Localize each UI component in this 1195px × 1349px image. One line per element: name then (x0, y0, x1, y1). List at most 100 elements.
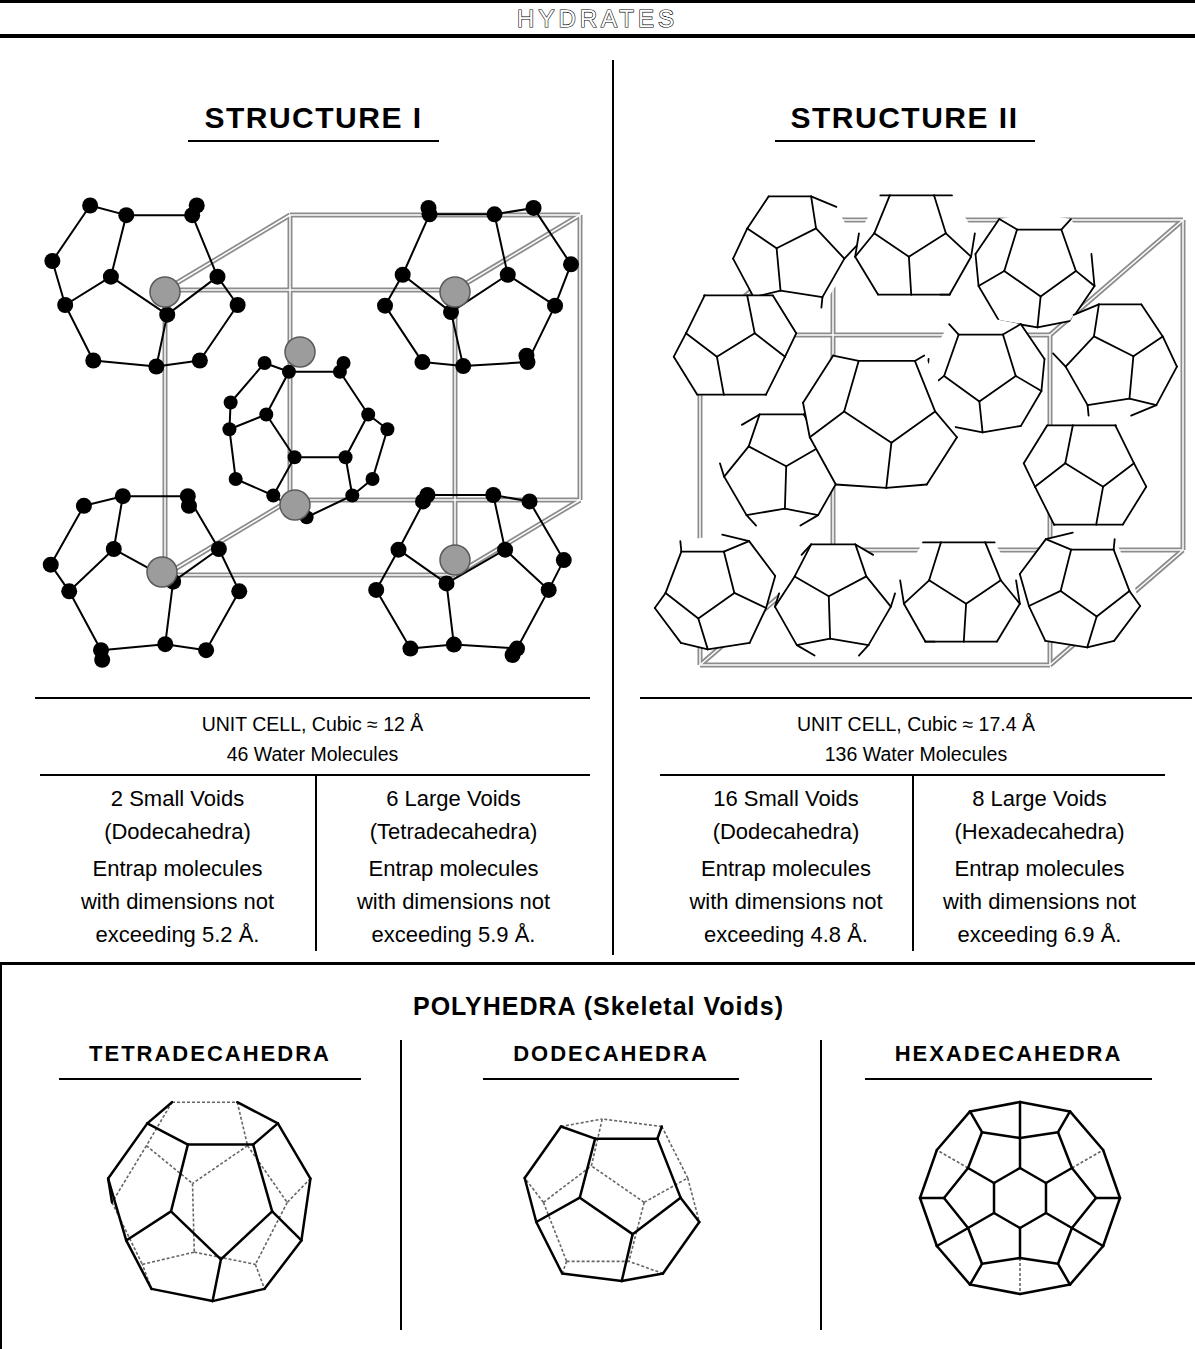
cage-edge (173, 549, 219, 582)
cage-edge (1019, 1138, 1022, 1168)
cage-edge (1096, 487, 1103, 525)
cage-edge (622, 1274, 663, 1282)
unit-cell-edge-core (165, 289, 455, 291)
cage-edge (724, 541, 749, 551)
water-molecule (76, 498, 92, 514)
cage-edge (777, 228, 816, 248)
cage-edge (979, 376, 1015, 402)
cage-edge (1065, 425, 1073, 463)
cage-edge (373, 429, 388, 479)
cage-edge (1004, 230, 1017, 271)
polyhedron-column: HEXADECAHEDRA (820, 1040, 1195, 1330)
cage-edge (979, 286, 1000, 321)
cage-edge (760, 414, 804, 416)
cage-edge (346, 415, 369, 458)
water-molecule (115, 488, 131, 504)
cage-edge (1072, 1228, 1103, 1246)
cage-edge (904, 604, 925, 642)
structure-one-figure (43, 197, 580, 667)
cage-edge (221, 1211, 272, 1259)
cage-edge (946, 233, 971, 256)
water-molecule (419, 487, 435, 503)
guest-molecule (440, 277, 470, 307)
cage-edge (747, 196, 768, 228)
cage-edge (1047, 425, 1073, 427)
guest-molecule (440, 545, 470, 575)
cage-edge (937, 1111, 970, 1150)
structure-two-figure (655, 195, 1183, 665)
cage-edge (810, 437, 836, 484)
cage-edge (265, 1240, 302, 1288)
cage-fill (803, 352, 957, 488)
cage-edge (1020, 1168, 1046, 1183)
hidden-edge (1019, 1258, 1021, 1294)
cage-edge (686, 295, 705, 333)
cage-edge (722, 535, 749, 541)
cage-edge (811, 544, 855, 546)
cage-edge (622, 1234, 633, 1281)
cage-edge (1020, 539, 1046, 574)
unit-cell-text: 46 Water Molecules (35, 739, 590, 769)
cage-edge (944, 335, 959, 376)
cage-edge (698, 593, 734, 619)
water-molecule (148, 358, 164, 374)
void-heading: 2 Small Voids (Dodecahedra) (73, 782, 283, 848)
void-cell: 16 Small Voids (Dodecahedra)Entrap molec… (660, 774, 912, 951)
structure-panel: STRUCTURE IIUNIT CELL, Cubic ≈ 17.4 Å136… (612, 60, 1195, 955)
water-molecule (485, 487, 501, 503)
cage-edge (985, 542, 994, 544)
cage-edge (1046, 1168, 1072, 1183)
cage-edge (307, 496, 353, 518)
cage-edge (1103, 463, 1134, 486)
cage-edge (1016, 580, 1020, 603)
cage-edge (1020, 574, 1029, 606)
cage-edge (681, 551, 724, 553)
water-molecule (361, 408, 375, 422)
cage-edge (1156, 367, 1177, 405)
unit-cell-box: UNIT CELL, Cubic ≈ 12 Å46 Water Molecule… (35, 697, 590, 769)
cage-edge (904, 580, 929, 603)
cage-edge (811, 196, 836, 206)
cage-edge (855, 544, 866, 576)
cage-edge (844, 361, 858, 412)
cage-edge (657, 1126, 661, 1138)
panel-heading: STRUCTURE II (775, 100, 1035, 142)
cage-edge (886, 484, 927, 487)
cage-edge (340, 372, 368, 415)
unit-cell-edge-core (700, 664, 1050, 666)
cage-fill (975, 213, 1094, 328)
water-molecule (414, 354, 430, 370)
cage-edge (51, 506, 84, 565)
water-molecule (229, 472, 243, 486)
unit-cell-edge-core (455, 215, 580, 290)
cage-edge (508, 275, 555, 306)
water-molecule (211, 541, 227, 557)
cage-edge (934, 195, 946, 233)
cage-edge (1088, 405, 1089, 415)
cage-edge (993, 1183, 996, 1213)
cage-edge (1058, 1111, 1070, 1132)
cage-edge (580, 1139, 595, 1198)
cage-edge (1046, 1213, 1072, 1228)
cage-edge (830, 639, 868, 645)
cage-edge (886, 443, 891, 488)
cage-edge (1045, 1183, 1048, 1213)
hidden-edge (255, 1264, 264, 1288)
void-heading: 16 Small Voids (Dodecahedra) (681, 782, 891, 848)
cage-edge (454, 645, 517, 649)
cage-edge (920, 1150, 937, 1198)
hidden-edge (193, 1184, 195, 1253)
water-molecule (547, 298, 563, 314)
cage-edge (1045, 641, 1087, 647)
cage-edge (385, 306, 422, 362)
cage-edge (165, 582, 173, 645)
cage-edge (289, 371, 340, 373)
cage-edge (229, 429, 235, 479)
cage-edge (795, 544, 811, 576)
cage-edge (534, 208, 571, 264)
cage-edge (52, 205, 90, 261)
cage-edge (724, 552, 734, 593)
water-molecule (103, 269, 119, 285)
cage-edge (750, 608, 766, 643)
